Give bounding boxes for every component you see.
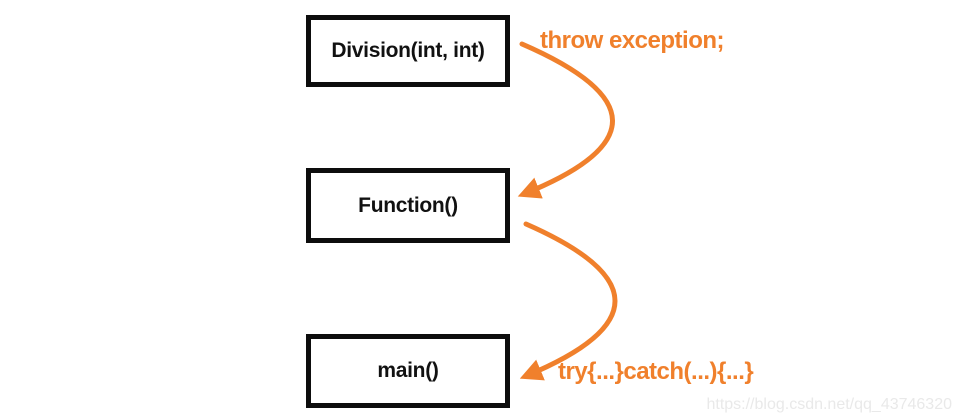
curved-arrow-throw-to-function: [517, 41, 615, 199]
throw-exception-label: throw exception;: [540, 27, 725, 54]
box-main-label: main(): [377, 359, 439, 382]
box-function: Function(): [306, 168, 510, 243]
box-division: Division(int, int): [306, 15, 510, 87]
box-division-label: Division(int, int): [331, 39, 485, 62]
box-main: main(): [306, 334, 510, 408]
watermark-url: https://blog.csdn.net/qq_43746320: [706, 396, 952, 413]
curved-arrow-function-to-main: [519, 221, 618, 381]
box-function-label: Function(): [358, 193, 458, 217]
try-catch-label: try{...}catch(...){...}: [558, 358, 754, 385]
